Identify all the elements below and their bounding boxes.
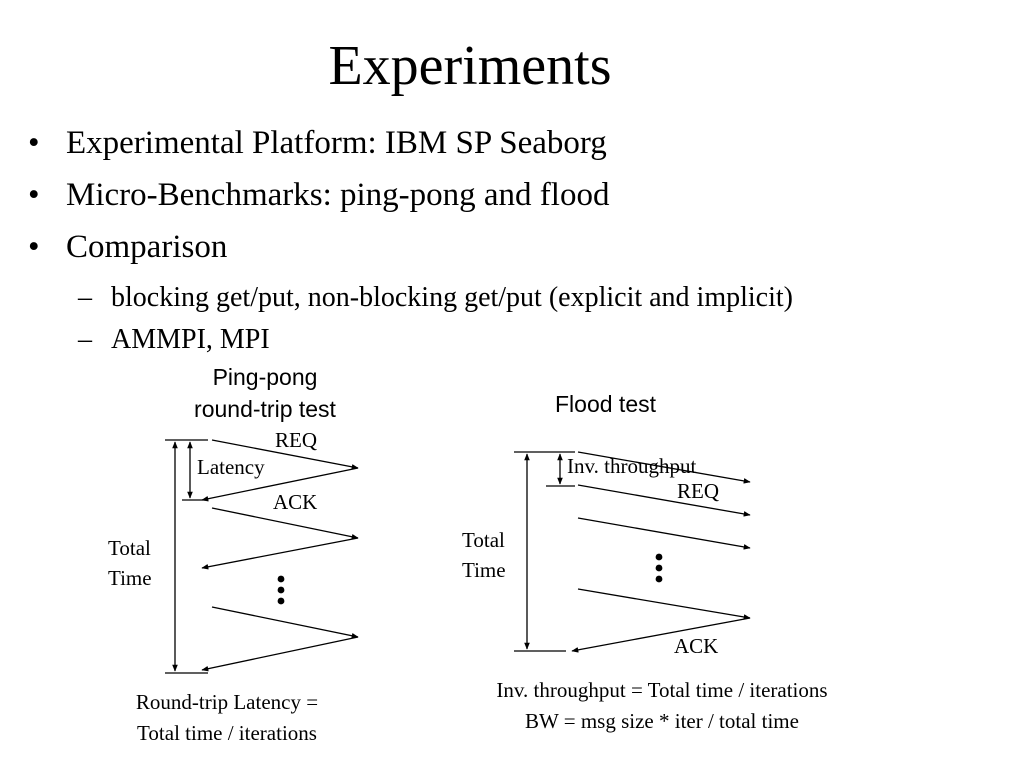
bullet-icon: •	[28, 177, 40, 213]
bullet-text: Experimental Platform: IBM SP Seaborg	[66, 125, 607, 161]
total-time-label: Total Time	[108, 533, 152, 593]
ack-message-arrow	[201, 467, 359, 502]
formula-line: Inv. throughput = Total time / iteration…	[496, 678, 828, 702]
formula-line: Round-trip Latency =	[135, 690, 319, 714]
req-message-arrow	[577, 588, 751, 620]
req-message-arrow	[577, 451, 751, 484]
bullet-icon: •	[28, 229, 40, 265]
req-message-arrow	[211, 439, 359, 470]
dash-icon: –	[78, 282, 92, 313]
formula-line: Total time / iterations	[137, 721, 317, 745]
bullet-item: • Micro-Benchmarks: ping-pong and flood	[28, 176, 609, 228]
total-time-line: Time	[462, 558, 506, 582]
flood-formula: Inv. throughput = Total time / iteration…	[432, 675, 892, 737]
flood-ellipsis-icon	[655, 553, 663, 583]
ack-message-arrow	[201, 537, 359, 570]
req-message-arrow	[577, 484, 751, 517]
page-title: Experiments	[328, 35, 612, 97]
pingpong-title: Ping-pong round-trip test	[158, 361, 372, 425]
ack-label: ACK	[273, 490, 318, 514]
sub-bullet-item: –AMMPI, MPI	[78, 323, 793, 365]
inv-throughput-label: Inv. throughput	[567, 454, 697, 478]
bullet-icon: •	[28, 125, 40, 161]
bullet-item: • Experimental Platform: IBM SP Seaborg	[28, 124, 609, 176]
bullet-text: Comparison	[66, 229, 228, 265]
pingpong-title-line: round-trip test	[194, 396, 336, 422]
formula-line: BW = msg size * iter / total time	[525, 709, 799, 733]
bullet-list: • Experimental Platform: IBM SP Seaborg •…	[28, 124, 609, 280]
total-time-line: Time	[108, 566, 152, 590]
req-message-arrow	[211, 606, 359, 639]
ack-message-arrow	[201, 636, 359, 672]
ack-label: ACK	[674, 634, 719, 658]
ack-message-arrow	[571, 617, 751, 653]
bullet-item: • Comparison	[28, 228, 609, 280]
req-label: REQ	[677, 479, 719, 503]
pingpong-title-line: Ping-pong	[212, 364, 318, 390]
flood-title: Flood test	[555, 391, 656, 417]
req-message-arrow	[577, 517, 751, 550]
pingpong-formula: Round-trip Latency = Total time / iterat…	[96, 687, 358, 749]
dash-icon: –	[78, 324, 92, 355]
latency-label: Latency	[197, 455, 265, 479]
sub-bullet-list: –blocking get/put, non-blocking get/put …	[78, 281, 793, 365]
flood-diagram	[514, 451, 751, 653]
total-time-line: Total	[108, 536, 151, 560]
pingpong-ellipsis-icon	[277, 575, 285, 605]
sub-bullet-item: –blocking get/put, non-blocking get/put …	[78, 281, 793, 323]
total-time-line: Total	[462, 528, 505, 552]
sub-bullet-text: AMMPI, MPI	[111, 324, 270, 355]
req-message-arrow	[211, 507, 359, 540]
sub-bullet-text: blocking get/put, non-blocking get/put (…	[111, 282, 793, 313]
req-label: REQ	[275, 428, 317, 452]
bullet-text: Micro-Benchmarks: ping-pong and flood	[66, 177, 610, 213]
pingpong-diagram	[165, 439, 359, 674]
total-time-label: Total Time	[462, 525, 506, 585]
